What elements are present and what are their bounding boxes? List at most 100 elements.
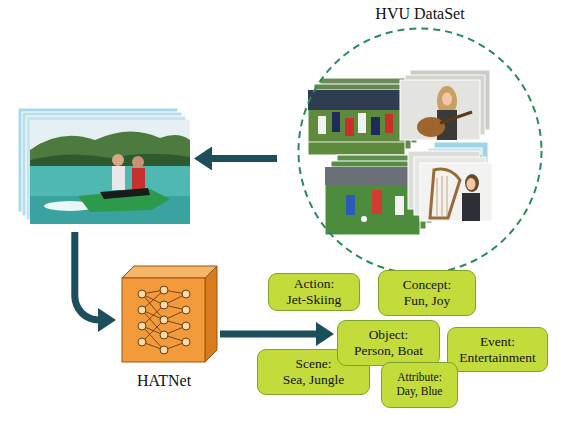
neuron — [160, 331, 168, 339]
body — [437, 110, 457, 140]
body — [462, 193, 480, 221]
link — [142, 310, 164, 320]
neuron — [160, 301, 168, 309]
category-value: Entertainment — [459, 350, 535, 366]
link — [164, 294, 186, 305]
cube-top — [122, 266, 217, 278]
hills — [30, 154, 190, 168]
video-thumbnail — [308, 78, 417, 155]
rider-head — [132, 156, 144, 168]
neuron — [138, 306, 146, 314]
jet-ski — [78, 189, 170, 212]
harp — [430, 169, 460, 218]
flow-arrow — [211, 155, 277, 162]
link — [142, 305, 164, 326]
video-thumbnail — [408, 151, 492, 221]
face — [467, 178, 476, 190]
sea — [428, 166, 482, 182]
link — [142, 294, 164, 305]
frame-back — [414, 157, 486, 215]
rider-head — [112, 154, 124, 166]
ball — [361, 216, 367, 222]
link — [142, 320, 164, 342]
category-label: Event: — [480, 334, 515, 350]
frame-back — [434, 142, 488, 176]
frame-back — [331, 161, 426, 229]
link — [142, 294, 164, 320]
hills — [428, 154, 482, 166]
link — [164, 310, 186, 320]
wake — [44, 201, 96, 211]
frame-back — [405, 75, 485, 135]
hills — [30, 131, 190, 166]
frame — [400, 80, 480, 140]
face — [442, 93, 452, 106]
link — [142, 290, 164, 294]
player — [318, 116, 326, 134]
player — [345, 118, 354, 136]
harp-string — [442, 176, 443, 216]
node-heading: HATNet — [122, 372, 206, 390]
neuron — [138, 290, 146, 298]
flow-arrow — [220, 331, 317, 338]
link — [142, 310, 164, 335]
category-value: Fun, Joy — [404, 293, 451, 309]
rider — [132, 168, 145, 190]
neuron — [138, 338, 146, 346]
frame — [325, 167, 420, 235]
model-block: HATNet — [122, 278, 206, 362]
frame — [308, 90, 405, 155]
dataset-outline — [297, 27, 543, 275]
category-value: Day, Blue — [397, 385, 443, 399]
network-cube — [122, 266, 217, 362]
frame — [420, 163, 492, 221]
category-value: Person, Boat — [354, 343, 423, 359]
neuron — [160, 286, 168, 294]
player — [395, 196, 404, 215]
label-box: Attribute:Day, Blue — [381, 362, 458, 408]
frame-back — [337, 155, 432, 223]
water — [30, 196, 190, 224]
flow-arrow — [75, 232, 99, 320]
hair — [437, 86, 457, 116]
neuron — [138, 322, 146, 330]
link — [142, 326, 164, 335]
frame-back — [314, 84, 411, 149]
frame-back — [320, 78, 417, 143]
player — [372, 190, 382, 214]
link — [164, 320, 186, 326]
category-label: Attribute: — [397, 371, 442, 385]
frame-back — [408, 151, 480, 209]
hair — [465, 174, 479, 192]
network-neurons — [138, 286, 190, 354]
water — [30, 166, 190, 224]
neuron — [182, 338, 190, 346]
label-box: Action:Jet-Skiing — [268, 273, 360, 311]
player — [385, 114, 393, 133]
link — [164, 305, 186, 310]
video-frame — [30, 120, 190, 224]
link — [164, 335, 186, 342]
seat — [100, 188, 150, 199]
category-label: Object: — [369, 327, 409, 343]
crowd — [325, 167, 420, 185]
label-box: Object:Person, Boat — [337, 320, 440, 366]
link — [142, 342, 164, 350]
link — [164, 326, 186, 335]
cube-front — [122, 278, 205, 362]
player — [332, 112, 340, 132]
video-thumbnail — [428, 142, 488, 182]
guitar-neck — [440, 112, 472, 123]
frame-back — [410, 70, 490, 130]
link — [164, 290, 186, 294]
player — [358, 113, 366, 133]
sky — [30, 120, 190, 224]
frame-back — [18, 108, 178, 212]
video-photo — [18, 108, 190, 224]
frame-back — [22, 112, 182, 216]
rider — [112, 166, 125, 190]
player — [371, 117, 380, 135]
harp-string — [447, 176, 448, 216]
